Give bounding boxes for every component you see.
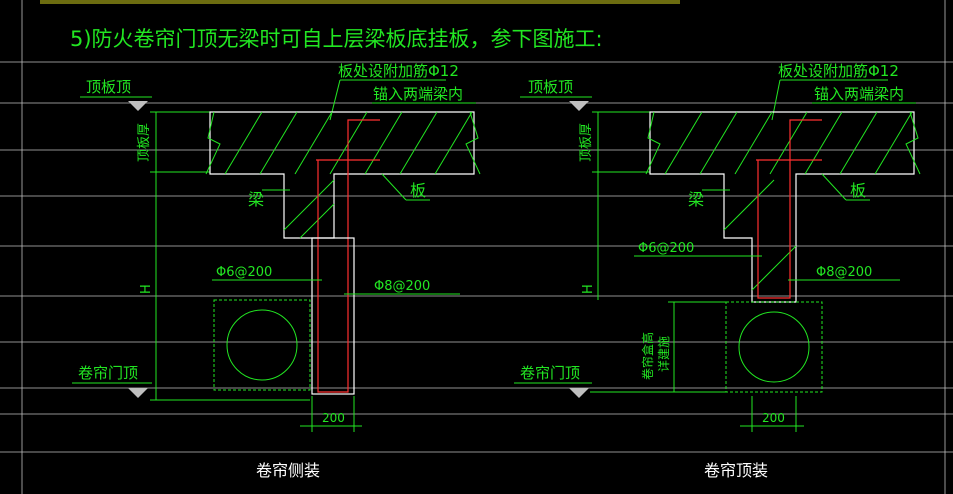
right-detail: 顶板顶 板处设附加筋Φ12 锚入两端梁内 顶板厚 H 梁 <box>514 62 921 480</box>
height-label: H <box>581 284 596 294</box>
clipped-text-line <box>40 0 680 4</box>
caption-top-mount: 卷帘顶装 <box>704 461 768 480</box>
level-marker-icon <box>128 388 148 398</box>
bar-label: Φ8@200 <box>816 265 872 280</box>
door-top-label: 卷帘门顶 <box>78 364 138 382</box>
slab-label: 板 <box>850 181 866 200</box>
door-top-label: 卷帘门顶 <box>520 364 580 382</box>
rebar-note-2: 锚入两端梁内 <box>814 85 904 103</box>
rebar-note-1: 板处设附加筋Φ12 <box>338 62 459 80</box>
top-slab-label: 顶板顶 <box>86 78 131 96</box>
roller-drum <box>226 309 298 381</box>
concrete-section <box>209 111 475 239</box>
beam-label: 梁 <box>248 190 264 209</box>
width-label: 200 <box>322 411 345 425</box>
roller-box <box>725 301 823 393</box>
beam-label: 梁 <box>688 190 704 209</box>
slab-thickness-label: 顶板厚 <box>137 123 152 162</box>
rebar-note-1: 板处设附加筋Φ12 <box>778 62 899 80</box>
rebar-note-2: 锚入两端梁内 <box>373 85 463 103</box>
bar-label: Φ8@200 <box>374 279 430 294</box>
box-height-note: 卷帘盒高 <box>640 332 655 380</box>
slab-label: 板 <box>410 181 426 200</box>
stirrup-label: Φ6@200 <box>216 265 272 280</box>
caption-side-mount: 卷帘侧装 <box>256 461 320 480</box>
roller-box <box>213 299 311 391</box>
rebar-cage <box>757 119 822 299</box>
slab-thickness-label: 顶板厚 <box>579 123 594 162</box>
left-detail: 顶板顶 板处设附加筋Φ12 锚入两端梁内 顶板厚 H <box>72 62 481 480</box>
level-marker-icon <box>569 388 589 398</box>
roller-drum <box>738 311 810 383</box>
concrete-hatch <box>664 111 913 291</box>
top-slab-label: 顶板顶 <box>528 78 573 96</box>
heading-text: 5)防火卷帘门顶无梁时可自上层梁板底挂板，参下图施工: <box>70 27 603 51</box>
level-marker-icon <box>569 101 589 111</box>
width-label: 200 <box>762 411 785 425</box>
level-marker-icon <box>128 101 148 111</box>
see-arch-note: 详建施 <box>656 336 671 372</box>
height-label: H <box>139 284 154 294</box>
rebar-cage <box>317 119 380 393</box>
stirrup-label: Φ6@200 <box>638 241 694 256</box>
